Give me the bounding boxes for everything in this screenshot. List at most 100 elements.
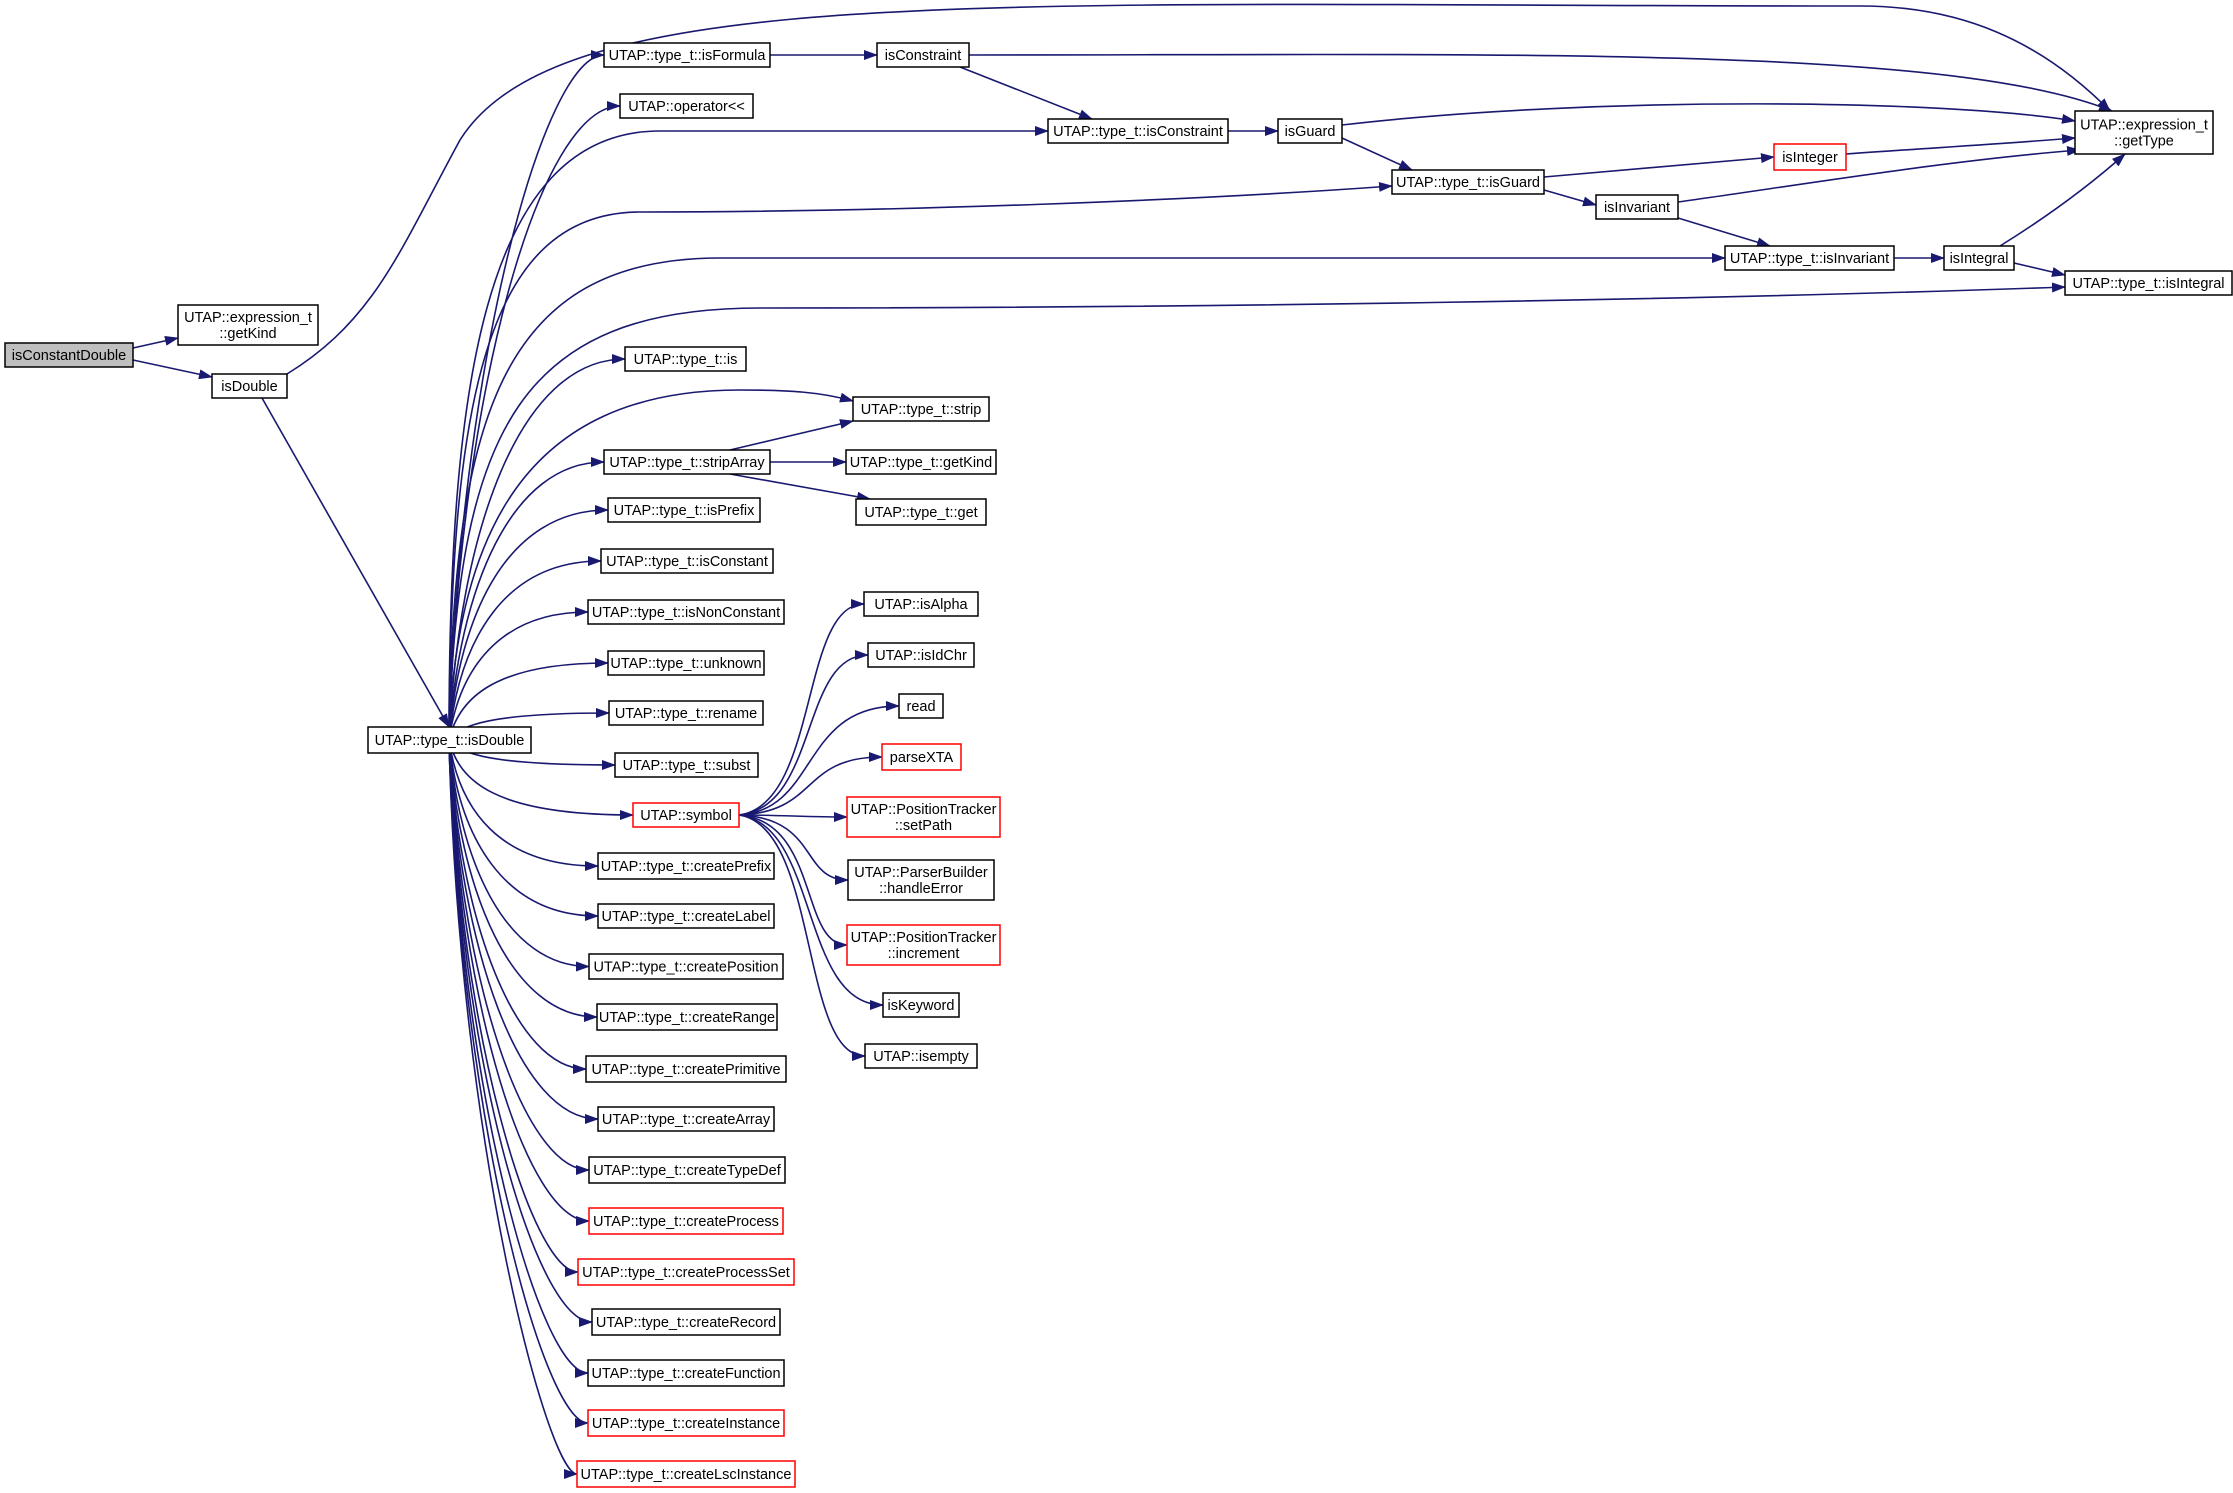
node-exprGetType[interactable]: UTAP::expression_t::getType (2074, 110, 2214, 155)
edge-tIsDouble-to-tIs (448, 354, 626, 741)
node-isInvariant[interactable]: isInvariant (1595, 194, 1679, 220)
node-ptSetPath[interactable]: UTAP::PositionTracker::setPath (846, 796, 1001, 838)
node-tGet[interactable]: UTAP::type_t::get (855, 498, 987, 526)
node-isKeyword[interactable]: isKeyword (882, 992, 960, 1018)
edge-isInvariant-to-tIsInvariant (1677, 217, 1771, 247)
node-tCreatePrefix[interactable]: UTAP::type_t::createPrefix (597, 852, 775, 880)
node-tCreateProcess[interactable]: UTAP::type_t::createProcess (588, 1207, 784, 1235)
node-tUnknown[interactable]: UTAP::type_t::unknown (607, 650, 765, 676)
edge-tIsDouble-to-tCreateProcess (448, 739, 590, 1226)
edge-tIsDouble-to-tIsGuard (448, 181, 1393, 728)
node-tIsIntegral[interactable]: UTAP::type_t::isIntegral (2064, 270, 2233, 296)
node-box (863, 591, 979, 617)
node-tIs[interactable]: UTAP::type_t::is (624, 346, 747, 372)
node-isInteger[interactable]: isInteger (1773, 143, 1847, 171)
node-isGuard[interactable]: isGuard (1277, 118, 1343, 144)
node-isIdChr[interactable]: UTAP::isIdChr (867, 642, 975, 668)
node-label: UTAP::type_t::createTypeDef (593, 1163, 781, 1179)
node-pbHandleError[interactable]: UTAP::ParserBuilder::handleError (847, 859, 995, 901)
node-label: UTAP::type_t::createRange (599, 1010, 775, 1026)
node-tCreateLscInstance[interactable]: UTAP::type_t::createLscInstance (576, 1460, 796, 1488)
edge-symbol-to-isIdChr (738, 650, 869, 816)
node-opLeftShift[interactable]: UTAP::operator<< (619, 93, 754, 119)
node-isConstraint[interactable]: isConstraint (876, 42, 970, 68)
edge-tIsDouble-to-tIsNonConstant (448, 607, 589, 741)
node-label: UTAP::type_t::isConstraint (1053, 124, 1223, 140)
node-label: UTAP::type_t::createInstance (592, 1416, 780, 1432)
node-tIsPrefix[interactable]: UTAP::type_t::isPrefix (607, 497, 761, 523)
node-tIsNonConstant[interactable]: UTAP::type_t::isNonConstant (587, 599, 785, 625)
node-label: UTAP::type_t::createArray (602, 1112, 771, 1128)
node-tCreateArray[interactable]: UTAP::type_t::createArray (597, 1106, 775, 1132)
node-tIsFormula[interactable]: UTAP::type_t::isFormula (603, 42, 771, 68)
node-label: isDouble (221, 379, 277, 395)
node-box (603, 449, 771, 475)
edge-symbol-to-parseXTA (738, 752, 883, 816)
node-tIsDouble[interactable]: UTAP::type_t::isDouble (367, 726, 532, 754)
edge-isConstantDouble-to-isDouble (132, 359, 213, 380)
node-tCreateTypeDef[interactable]: UTAP::type_t::createTypeDef (588, 1156, 786, 1184)
node-box (591, 1308, 781, 1336)
node-tStripArray[interactable]: UTAP::type_t::stripArray (603, 449, 771, 475)
node-label: UTAP::type_t::is (634, 352, 738, 368)
node-tCreateLabel[interactable]: UTAP::type_t::createLabel (597, 903, 775, 929)
node-isDouble[interactable]: isDouble (211, 373, 288, 399)
node-box (585, 1055, 787, 1083)
edge-symbol-to-read (738, 701, 900, 816)
node-box (1943, 245, 2015, 271)
node-label: isIntegral (1950, 251, 2009, 267)
node-tIsGuard[interactable]: UTAP::type_t::isGuard (1391, 169, 1545, 195)
node-ptIncrement[interactable]: UTAP::PositionTracker::increment (846, 924, 1001, 966)
node-box (881, 743, 962, 771)
edge-tIsDouble-to-tCreateLabel (448, 739, 599, 921)
node-label: UTAP::type_t::createProcess (593, 1214, 779, 1230)
edge-isConstraint-to-tIsConstraint (959, 66, 1093, 120)
node-label: UTAP::type_t::createLabel (602, 909, 771, 925)
node-label: ::getKind (219, 326, 276, 342)
node-tCreateRange[interactable]: UTAP::type_t::createRange (596, 1003, 778, 1031)
node-tGetKind[interactable]: UTAP::type_t::getKind (845, 449, 997, 475)
node-tIsConstant[interactable]: UTAP::type_t::isConstant (600, 548, 774, 574)
node-tCreateRecord[interactable]: UTAP::type_t::createRecord (591, 1308, 781, 1336)
node-label: UTAP::type_t::createFunction (591, 1366, 780, 1382)
node-isAlpha[interactable]: UTAP::isAlpha (863, 591, 979, 617)
node-isIntegral[interactable]: isIntegral (1943, 245, 2015, 271)
node-tCreatePosition[interactable]: UTAP::type_t::createPosition (588, 953, 784, 980)
edge-tIsDouble-to-symbol (448, 739, 634, 820)
edge-tIsDouble-to-tCreatePosition (448, 739, 590, 972)
node-box (624, 346, 747, 372)
node-label: UTAP::type_t::isGuard (1396, 175, 1540, 191)
node-tRename[interactable]: UTAP::type_t::rename (608, 700, 764, 726)
node-box (587, 1359, 785, 1387)
node-parseXTA[interactable]: parseXTA (881, 743, 962, 771)
node-label: parseXTA (890, 750, 954, 766)
node-label: UTAP::type_t::isIntegral (2072, 276, 2224, 292)
node-box (177, 304, 319, 346)
node-exprGetKind[interactable]: UTAP::expression_t::getKind (177, 304, 319, 346)
node-label: UTAP::type_t::isInvariant (1730, 251, 1889, 267)
node-label: UTAP::PositionTracker (851, 930, 997, 946)
node-label: isGuard (1285, 124, 1336, 140)
node-box (607, 497, 761, 523)
node-tCreateInstance[interactable]: UTAP::type_t::createInstance (587, 1409, 785, 1437)
node-box (876, 42, 970, 68)
node-tCreateProcessSet[interactable]: UTAP::type_t::createProcessSet (577, 1258, 795, 1286)
node-tCreatePrimitive[interactable]: UTAP::type_t::createPrimitive (585, 1055, 787, 1083)
node-tIsInvariant[interactable]: UTAP::type_t::isInvariant (1724, 245, 1895, 271)
node-tCreateFunction[interactable]: UTAP::type_t::createFunction (587, 1359, 785, 1387)
node-label: UTAP::type_t::stripArray (609, 455, 765, 471)
node-box (576, 1460, 796, 1488)
node-symbol[interactable]: UTAP::symbol (632, 802, 740, 828)
node-label: UTAP::symbol (640, 808, 732, 824)
node-tStrip[interactable]: UTAP::type_t::strip (852, 396, 990, 422)
edge-symbol-to-pbHandleError (738, 814, 849, 885)
node-label: UTAP::type_t::createProcessSet (582, 1265, 790, 1281)
node-box (614, 752, 759, 778)
node-isConstantDouble[interactable]: isConstantDouble (4, 342, 134, 368)
edge-symbol-to-isempty (738, 814, 866, 1061)
node-read[interactable]: read (898, 693, 944, 719)
node-tIsConstraint[interactable]: UTAP::type_t::isConstraint (1047, 118, 1229, 144)
node-label: UTAP::type_t::createPrefix (601, 859, 772, 875)
node-tSubst[interactable]: UTAP::type_t::subst (614, 752, 759, 778)
node-isempty[interactable]: UTAP::isempty (864, 1043, 978, 1069)
